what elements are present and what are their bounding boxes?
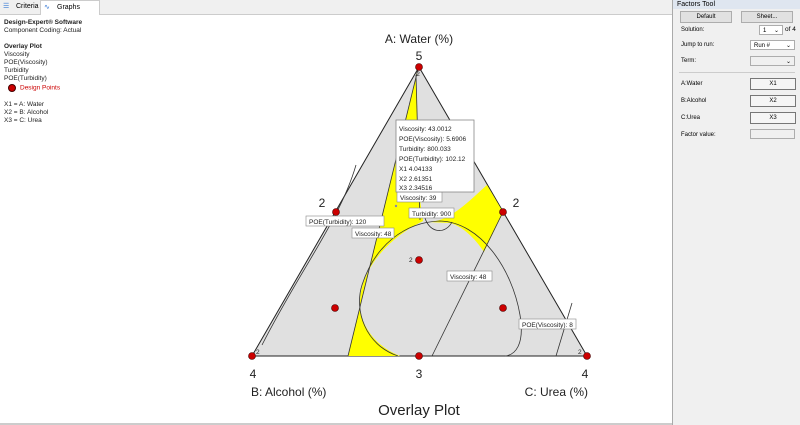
design-point[interactable]	[583, 352, 591, 360]
factor-button-x2[interactable]: X2	[750, 95, 796, 107]
svg-text:X3 2.34516: X3 2.34516	[399, 185, 433, 192]
svg-text:POE(Turbidity): 102.12: POE(Turbidity): 102.12	[399, 156, 466, 163]
contour-line	[555, 302, 573, 357]
svg-text:Turbidity: 900: Turbidity: 900	[412, 211, 452, 218]
apex-value-c: 4	[582, 367, 589, 381]
factor-label: C:Urea	[681, 115, 701, 121]
contour-line	[424, 217, 453, 231]
factors-tool-panel: Factors Tool Default Sheet... Solution: …	[672, 0, 800, 425]
design-points-label: Design Points	[20, 84, 61, 92]
design-point[interactable]	[332, 208, 340, 216]
component-coding: Component Coding: Actual	[4, 27, 82, 34]
divider	[679, 72, 795, 73]
chevron-down-icon: ⌄	[785, 43, 791, 49]
svg-text:X1 4.04133: X1 4.04133	[399, 166, 433, 173]
solution-label: Solution:	[681, 27, 705, 33]
tab-bar: ☰Criteria ∿Graphs	[0, 0, 672, 15]
factor-mapping: X3 = C: Urea	[4, 116, 42, 124]
axis-label-c: C: Urea (%)	[525, 385, 588, 399]
legend-response: Turbidity	[4, 67, 29, 74]
design-point[interactable]	[248, 352, 256, 360]
design-point[interactable]	[499, 304, 507, 312]
criteria-icon: ☰	[3, 3, 10, 10]
tab-criteria[interactable]: ☰Criteria	[3, 3, 39, 10]
factor-label: A:Water	[681, 81, 703, 87]
plot-title: Overlay Plot	[378, 402, 461, 419]
design-point[interactable]	[415, 352, 423, 360]
svg-text:Turbidity: 800.033: Turbidity: 800.033	[399, 146, 451, 153]
svg-text:X2 2.61351: X2 2.61351	[399, 176, 433, 183]
software-name: Design-Expert® Software	[4, 19, 83, 26]
apex-value-a: 5	[416, 49, 423, 63]
factor-value-label: Factor value:	[681, 132, 716, 138]
svg-text:Viscosity: 48: Viscosity: 48	[450, 274, 487, 281]
factor-button-x1[interactable]: X1	[750, 78, 796, 90]
sheet-button[interactable]: Sheet...	[741, 11, 793, 23]
contour-label-viscosity: Viscosity: 48	[446, 270, 493, 282]
overlay-plot[interactable]: 2 2 2 2 POE(Turbidity): 120 Viscosity: 4…	[0, 0, 672, 425]
term-label: Term:	[681, 58, 696, 64]
jump-to-run-label: Jump to run:	[681, 42, 715, 48]
svg-text:POE(Turbidity): 120: POE(Turbidity): 120	[309, 219, 367, 226]
axis-label-b: B: Alcohol (%)	[251, 385, 326, 399]
contour-label-turbidity: Turbidity: 900	[408, 207, 455, 219]
svg-text:Viscosity: 43.0012: Viscosity: 43.0012	[399, 126, 452, 133]
legend-response: Viscosity	[4, 51, 30, 58]
contour-label-viscosity: Viscosity: 48	[351, 227, 395, 239]
replicate-count: 2	[578, 349, 582, 356]
factor-mapping: X2 = B: Alcohol	[4, 108, 49, 116]
point-tooltip: Viscosity: 43.0012 POE(Viscosity): 5.690…	[394, 119, 475, 208]
jump-to-run-select[interactable]: Run #⌄	[750, 40, 795, 50]
svg-text:POE(Viscosity): 5.6906: POE(Viscosity): 5.6906	[399, 136, 466, 143]
svg-text:POE(Viscosity): 8: POE(Viscosity): 8	[522, 322, 573, 329]
chevron-down-icon: ⌄	[785, 59, 791, 65]
svg-text:Viscosity: 39: Viscosity: 39	[400, 195, 437, 202]
axis-label-a: A: Water (%)	[385, 32, 453, 46]
design-point[interactable]	[415, 63, 423, 71]
plot-legend: Design-Expert® Software Component Coding…	[4, 19, 82, 125]
contour-label-viscosity: Viscosity: 39	[396, 191, 443, 203]
legend-plot-title: Overlay Plot	[4, 43, 42, 50]
edge-value-bottom: 3	[416, 367, 423, 381]
chevron-down-icon: ⌄	[773, 28, 779, 34]
edge-value-left: 2	[319, 196, 326, 210]
replicate-count: 2	[416, 71, 420, 78]
edge-value-right: 2	[513, 196, 520, 210]
tab-graphs[interactable]: ∿Graphs	[40, 0, 100, 15]
contour-label-poe-viscosity: POE(Viscosity): 8	[518, 318, 577, 330]
factor-button-x3[interactable]: X3	[750, 112, 796, 124]
factors-tool-title: Factors Tool	[673, 0, 800, 9]
factor-value-input[interactable]	[750, 129, 795, 139]
solution-of-label: of 4	[785, 26, 796, 33]
feasible-region	[428, 185, 503, 252]
replicate-count: 2	[409, 257, 413, 264]
design-point-icon	[8, 84, 16, 92]
design-point[interactable]	[331, 304, 339, 312]
graphs-icon: ∿	[44, 4, 50, 11]
factor-mapping: X1 = A: Water	[4, 100, 45, 108]
solution-select[interactable]: 1⌄	[759, 25, 783, 35]
legend-response: POE(Turbidity)	[4, 75, 47, 82]
default-button[interactable]: Default	[680, 11, 732, 23]
replicate-count: 2	[256, 349, 260, 356]
factor-label: B:Alcohol	[681, 98, 707, 104]
apex-value-b: 4	[250, 367, 257, 381]
term-select[interactable]: ⌄	[750, 56, 795, 66]
contour-line	[431, 211, 504, 357]
contour-line	[261, 164, 357, 346]
design-point[interactable]	[499, 208, 507, 216]
svg-text:Viscosity: 48: Viscosity: 48	[355, 231, 392, 238]
legend-response: POE(Viscosity)	[4, 59, 48, 66]
contour-label-poe-turbidity: POE(Turbidity): 120	[305, 215, 385, 227]
design-point[interactable]	[415, 256, 423, 264]
